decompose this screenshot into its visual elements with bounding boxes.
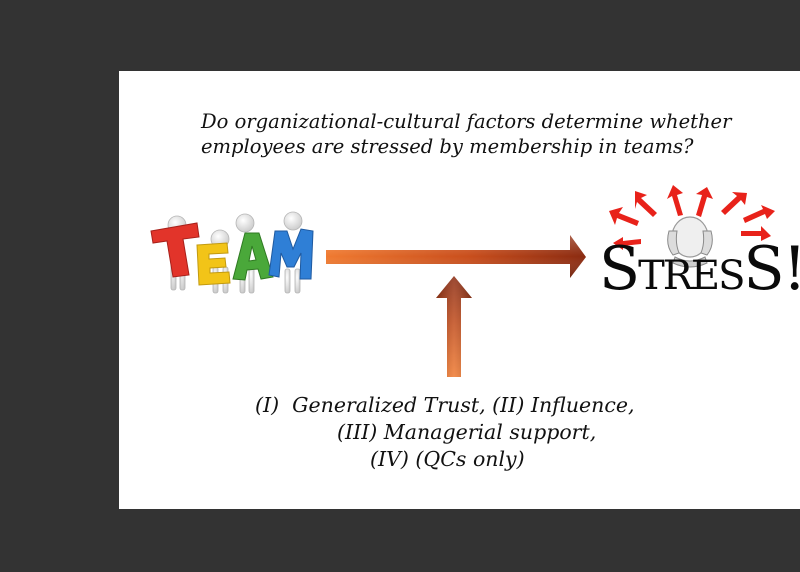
question-text: Do organizational-cultural factors deter… xyxy=(201,109,761,159)
team-letter-a xyxy=(232,232,274,281)
factors-line-2: (III) Managerial support, xyxy=(337,420,597,444)
stress-logotype-part-3: S! xyxy=(743,234,800,304)
stress-logotype-part-2: TRES xyxy=(638,253,745,299)
arrows-layer xyxy=(326,235,586,377)
factors-line-3: (IV) (QCs only) xyxy=(370,447,525,471)
team-clipart xyxy=(150,211,314,294)
main-arrow xyxy=(326,235,586,278)
moderator-arrow xyxy=(436,276,472,377)
stress-rays xyxy=(609,185,775,250)
question-line-2: employees are stressed by membership in … xyxy=(201,135,694,158)
moderating-factors: (I) Generalized Trust, (II) Influence, (… xyxy=(255,392,775,473)
stress-clipart xyxy=(609,185,775,268)
stress-logotype: STRESS! xyxy=(599,239,800,306)
factors-line-1: (I) Generalized Trust, (II) Influence, xyxy=(255,393,635,417)
team-letter-m xyxy=(268,228,314,280)
slide: Do organizational-cultural factors deter… xyxy=(119,71,800,509)
team-letter-e xyxy=(196,242,231,286)
stress-logotype-part-1: S xyxy=(599,234,640,304)
team-letter-t xyxy=(150,222,200,278)
stressed-figure xyxy=(667,216,713,268)
question-line-1: Do organizational-cultural factors deter… xyxy=(201,110,732,133)
